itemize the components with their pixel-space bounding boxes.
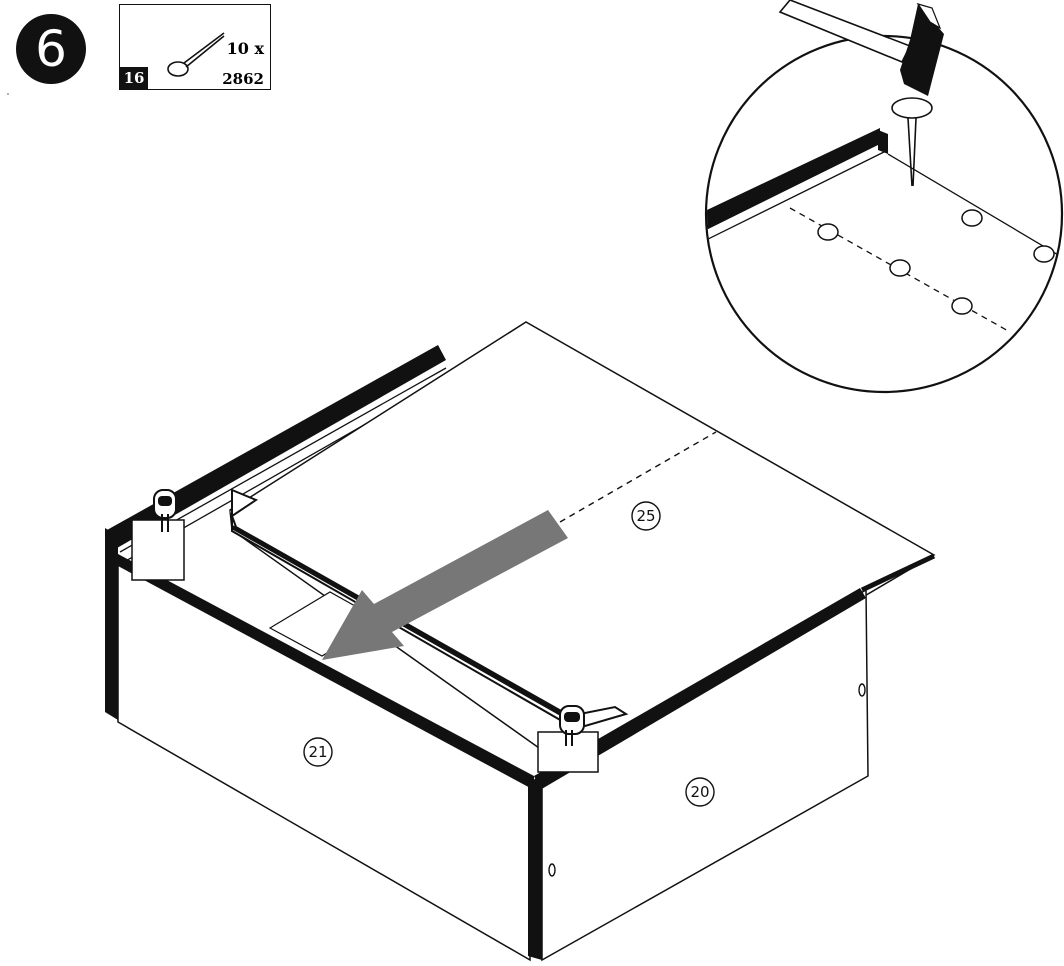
label-20: 20 <box>685 777 715 807</box>
hammer-icon <box>778 0 944 96</box>
step-number: 6 <box>35 20 67 78</box>
parts-number: 16 <box>120 67 148 89</box>
nail-icon <box>891 97 933 187</box>
label-21: 21 <box>303 737 333 767</box>
cam-lock-icon <box>537 705 599 773</box>
svg-text:21: 21 <box>308 743 327 761</box>
svg-text:20: 20 <box>690 783 709 801</box>
parts-quantity: 10 x <box>226 39 264 58</box>
svg-text:25: 25 <box>636 507 655 525</box>
step-number-badge: 6 <box>16 14 86 84</box>
label-25: 25 <box>631 501 661 531</box>
nail-detail-circle <box>704 34 1064 394</box>
side-panel-20 <box>534 588 869 962</box>
slide-arrow-icon <box>322 510 568 660</box>
parts-box: 10 x 2862 16 <box>119 4 271 90</box>
cam-lock-icon <box>131 489 185 581</box>
parts-article-code: 2862 <box>222 70 264 88</box>
nail-icon <box>167 32 225 77</box>
